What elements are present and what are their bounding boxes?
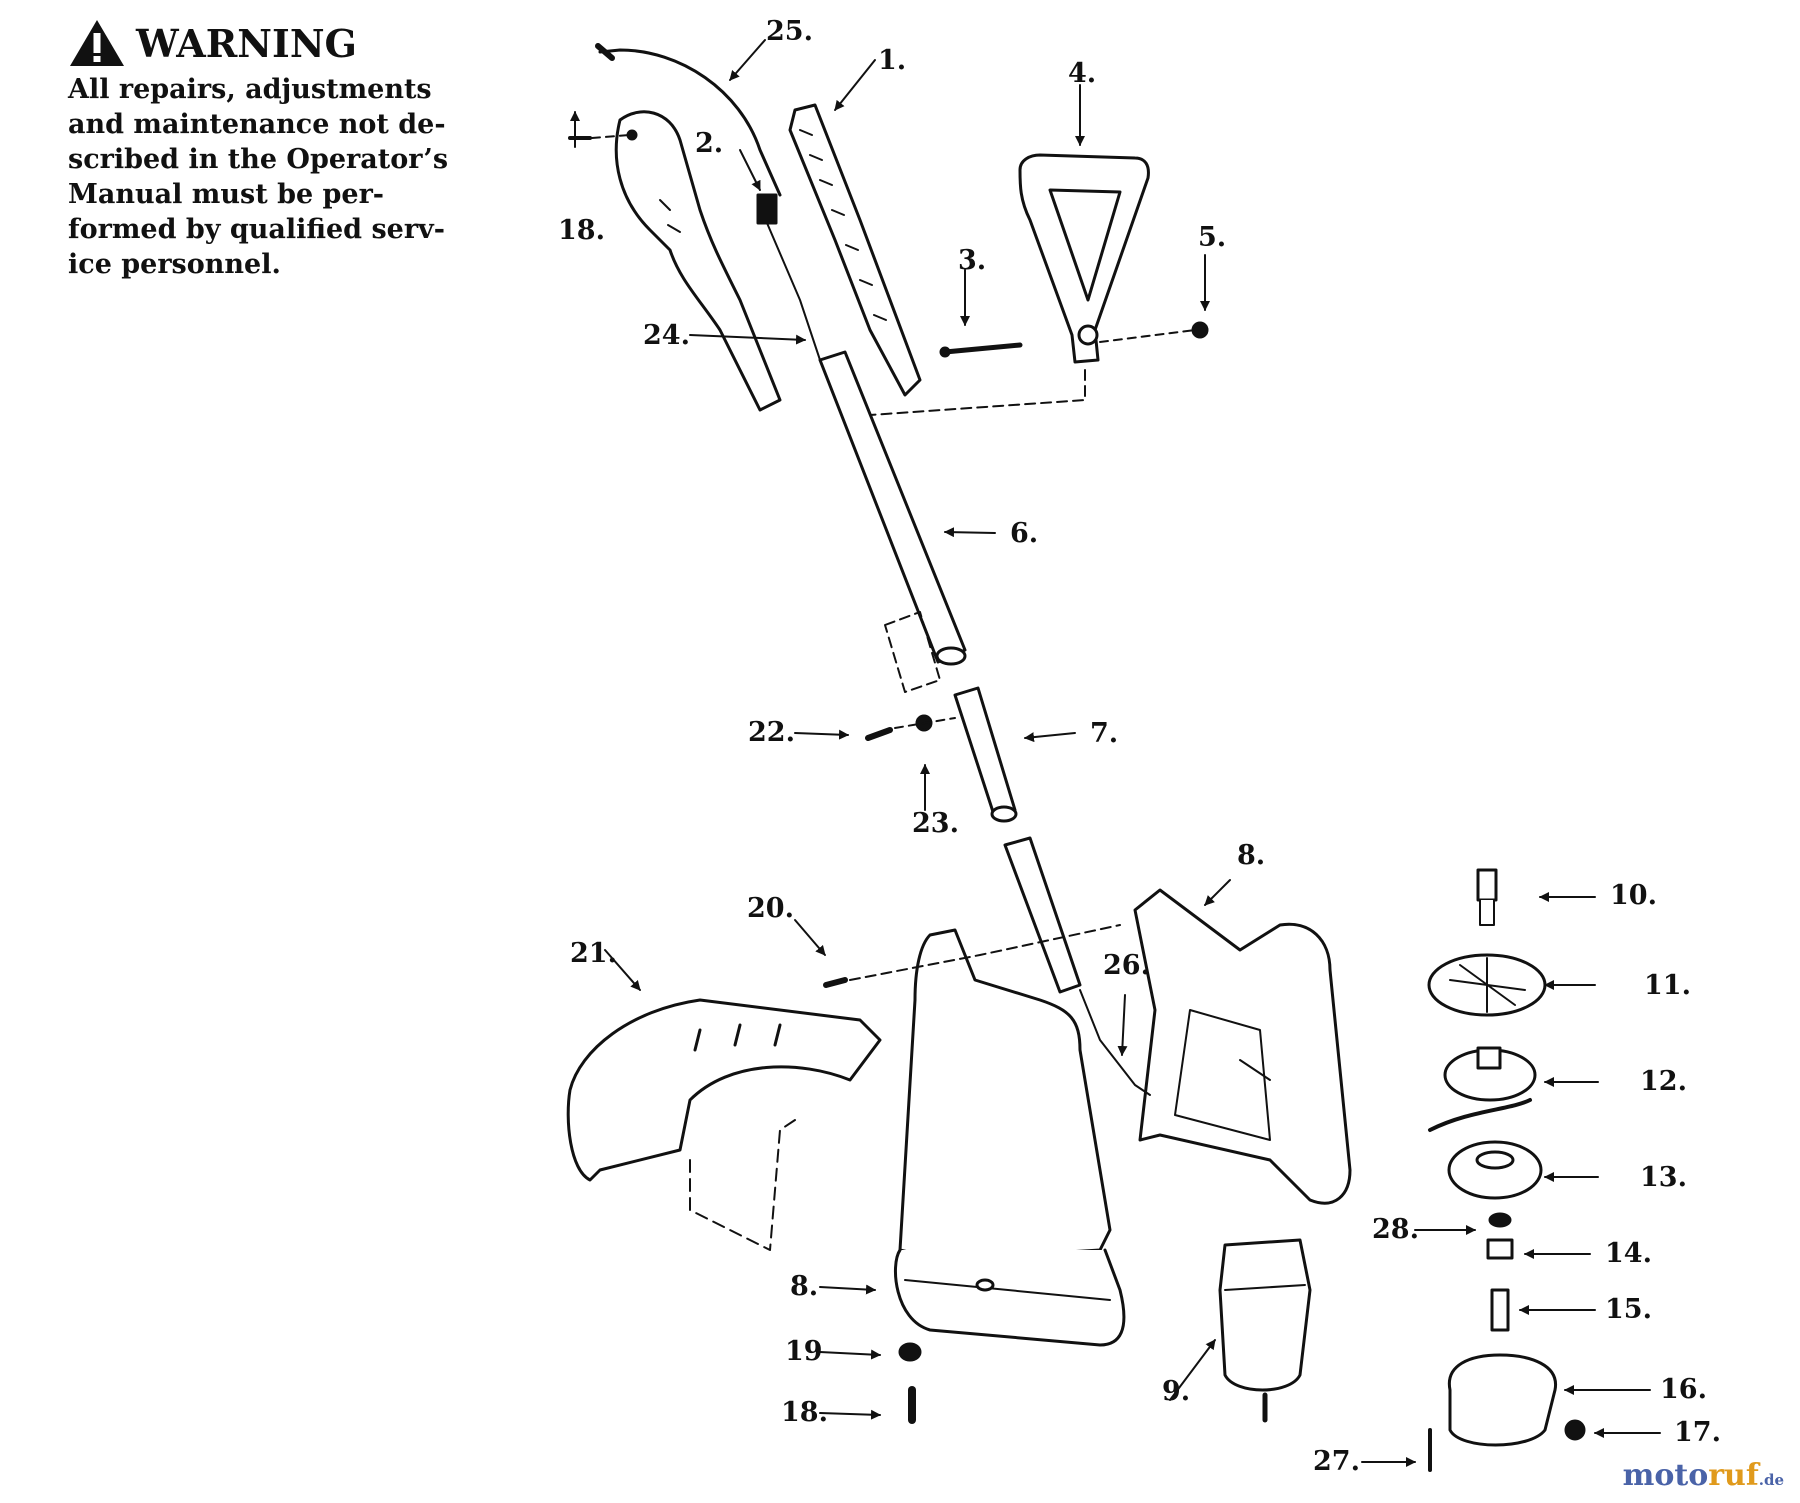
leader-arrows xyxy=(570,39,1661,1467)
motor-housing-left xyxy=(893,928,1126,1347)
part-label-13: 13. xyxy=(1640,1162,1687,1193)
part-label-18-top: 18. xyxy=(558,215,605,246)
part-label-23: 23. xyxy=(912,808,959,839)
bolt-and-nut xyxy=(869,321,1209,416)
part-label-6: 6. xyxy=(1010,518,1039,549)
auxiliary-handle xyxy=(1018,153,1150,364)
part-label-18-bottom: 18. xyxy=(781,1397,828,1428)
lower-tube xyxy=(953,686,1082,994)
warning-line: and maintenance not de- xyxy=(68,109,446,140)
warning-block: WARNING All repairs, adjustments and mai… xyxy=(68,18,488,282)
motor-wire xyxy=(1079,989,1151,1096)
switch xyxy=(756,193,821,361)
part-label-24: 24. xyxy=(643,320,690,351)
part-label-27: 27. xyxy=(1313,1446,1360,1477)
screw-and-nut-22-23 xyxy=(865,714,956,741)
motor-housing-right xyxy=(1133,888,1352,1205)
screw-20 xyxy=(823,924,1121,988)
part-label-2: 2. xyxy=(695,128,724,159)
part-label-17: 17. xyxy=(1674,1417,1721,1448)
warning-line: scribed in the Operator’s xyxy=(68,144,449,175)
warning-line: All repairs, adjustments xyxy=(68,74,432,105)
handle-half-right xyxy=(788,103,922,397)
part-label-22: 22. xyxy=(748,717,795,748)
part-label-14: 14. xyxy=(1605,1238,1652,1269)
part-label-5: 5. xyxy=(1198,222,1227,253)
part-label-20: 20. xyxy=(747,893,794,924)
part-label-12: 12. xyxy=(1640,1066,1687,1097)
part-label-15: 15. xyxy=(1605,1294,1652,1325)
power-cord xyxy=(595,43,782,197)
warning-line: ice personnel. xyxy=(68,249,281,280)
grass-guard xyxy=(566,998,882,1251)
part-label-8-lower: 8. xyxy=(790,1271,819,1302)
spool-assembly xyxy=(1427,868,1586,1472)
part-label-10: 10. xyxy=(1610,880,1657,911)
watermark-part-c: .de xyxy=(1758,1471,1784,1489)
part-label-9: 9. xyxy=(1162,1376,1191,1407)
part-label-28: 28. xyxy=(1372,1214,1419,1245)
part-label-4: 4. xyxy=(1068,58,1097,89)
part-label-21: 21. xyxy=(570,938,617,969)
part-label-1: 1. xyxy=(878,45,907,76)
screw-top xyxy=(568,134,631,140)
warning-line: formed by qualified serv- xyxy=(68,214,445,245)
part-label-26: 26. xyxy=(1103,950,1150,981)
watermark-part-a: moto xyxy=(1622,1458,1709,1493)
part-label-11: 11. xyxy=(1644,970,1691,1001)
part-label-16: 16. xyxy=(1660,1374,1707,1405)
warning-title: WARNING xyxy=(68,18,488,68)
upper-tube xyxy=(818,350,967,693)
warning-title-text: WARNING xyxy=(136,20,358,66)
part-label-19: 19 xyxy=(785,1336,823,1367)
warning-text: All repairs, adjustments and maintenance… xyxy=(68,72,488,282)
watermark-part-b: ruf xyxy=(1708,1458,1759,1493)
motor xyxy=(1218,1238,1312,1423)
part-label-7: 7. xyxy=(1090,718,1119,749)
warning-triangle-icon xyxy=(70,20,124,66)
watermark-logo: motoruf.de xyxy=(1623,1458,1784,1493)
warning-line: Manual must be per- xyxy=(68,179,385,210)
part-label-3: 3. xyxy=(958,245,987,276)
part-label-8-upper: 8. xyxy=(1237,840,1266,871)
bottom-fasteners xyxy=(898,1342,922,1424)
part-label-25: 25. xyxy=(766,16,813,47)
